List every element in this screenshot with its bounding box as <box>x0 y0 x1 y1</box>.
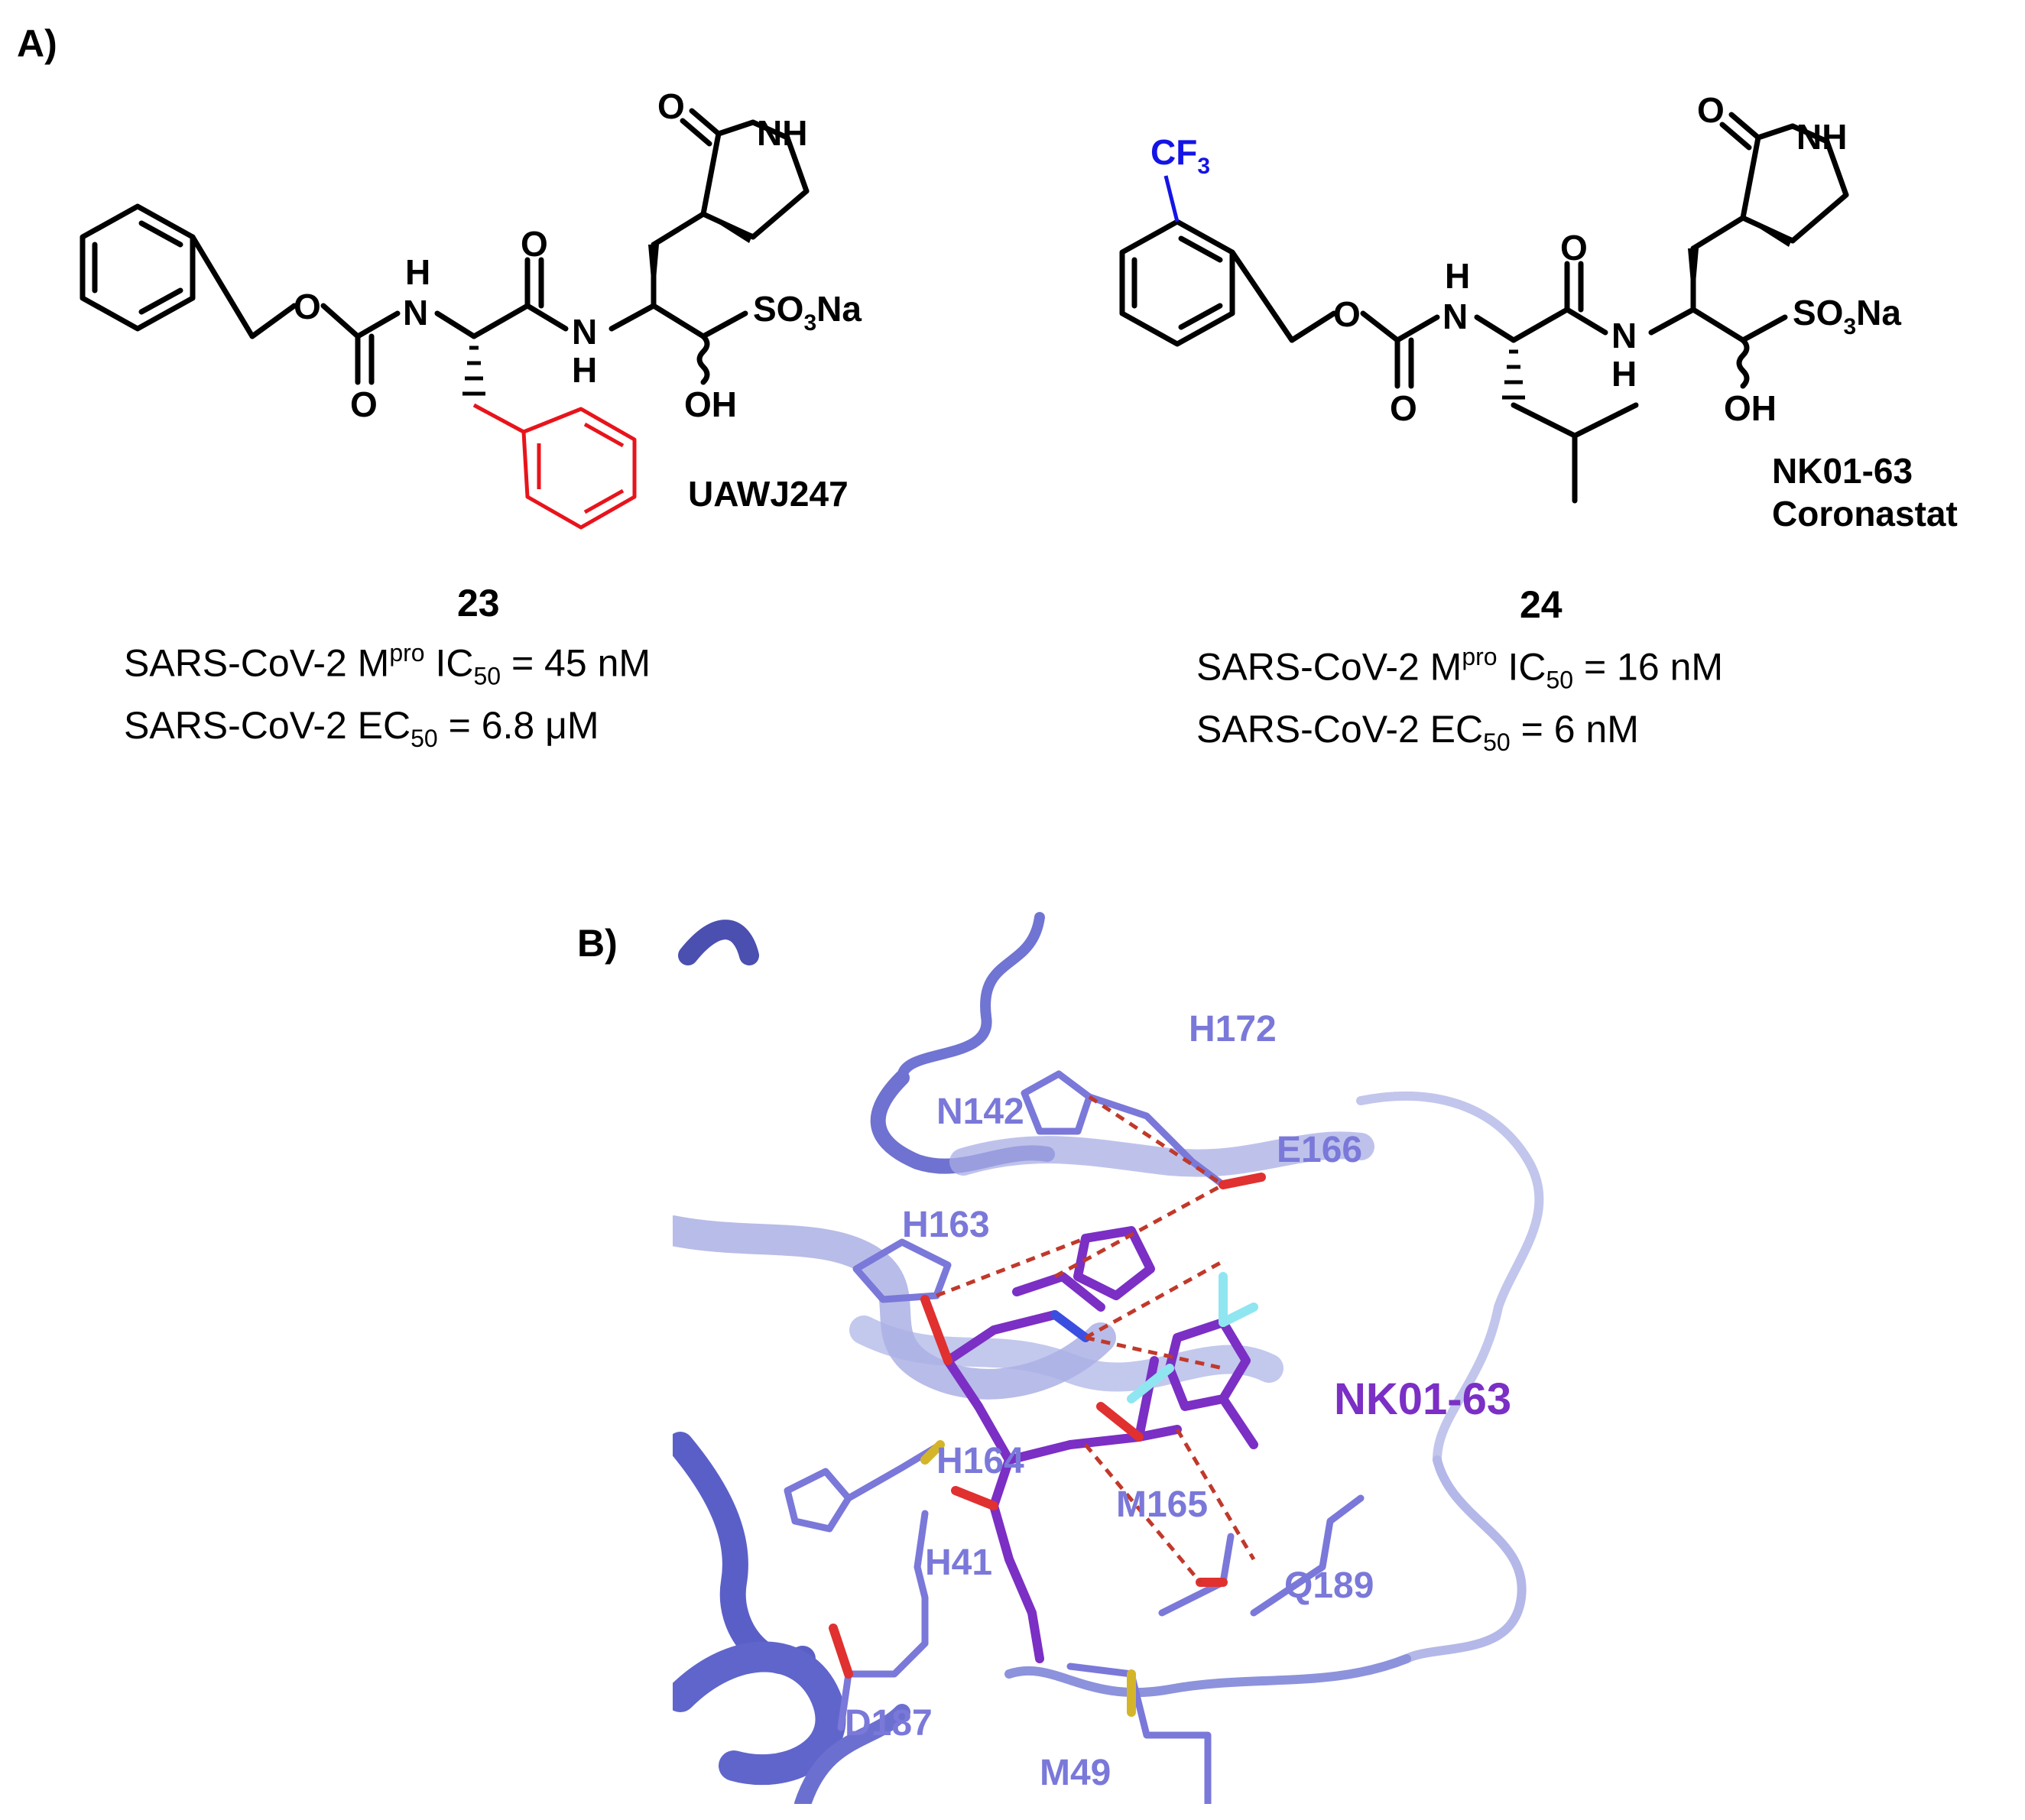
ribbon-loop <box>678 920 759 965</box>
compound-24-mpro-ic50: SARS-CoV-2 Mpro IC50 = 16 nM <box>1196 643 1724 694</box>
ligand-carbonyl-o <box>1096 1402 1144 1442</box>
label-q189: Q189 <box>1284 1565 1374 1606</box>
atom-h: H <box>405 252 430 292</box>
helix <box>673 1641 846 1786</box>
atom-nh: NH <box>757 113 807 153</box>
atom-n: N <box>403 293 428 333</box>
beta-strand <box>849 1316 1283 1392</box>
ribbon-loop <box>1004 1654 1411 1698</box>
d187-oxygen <box>829 1624 853 1679</box>
ligand-carbonyl-o <box>920 1295 952 1365</box>
residue-h163-ring <box>852 1238 952 1303</box>
compound-24-ec50: SARS-CoV-2 EC50 = 6 nM <box>1196 708 1639 756</box>
atom-h: H <box>572 350 597 390</box>
label-h172: H172 <box>1189 1009 1277 1050</box>
label-m165: M165 <box>1116 1484 1208 1525</box>
residue-h172-ring <box>1021 1070 1093 1135</box>
atom-o: O <box>350 384 378 424</box>
panel-a-label: A) <box>17 22 57 65</box>
residue-d187-stick <box>837 1640 929 1731</box>
label-h164: H164 <box>936 1441 1024 1481</box>
panel-b-label: B) <box>577 922 618 965</box>
compound-23-structure: O O H N O N H SO3Na OH O NH <box>80 86 862 530</box>
label-nk01-63: NK01-63 <box>1334 1374 1511 1424</box>
residue-m49-stick <box>1066 1663 1212 1804</box>
compound-23-ec50: SARS-CoV-2 EC50 = 6.8 μM <box>124 704 599 752</box>
ligand-carbonyl-o <box>951 1486 998 1510</box>
atom-so3na: SO3Na <box>753 289 862 336</box>
ligand-f <box>1219 1303 1258 1327</box>
ribbon-loop <box>1402 1455 1527 1663</box>
beta-strand <box>673 1215 1116 1400</box>
atom-h: H <box>1611 354 1637 394</box>
atom-n: N <box>1442 297 1468 336</box>
compound-24-structure: CF3 O O H N O N H SO3Na OH O NH <box>1119 90 1901 504</box>
atom-o: O <box>1560 228 1588 268</box>
compound-23-mpro-ic50: SARS-CoV-2 Mpro IC50 = 45 nM <box>124 639 651 690</box>
ligand-nk01-63 <box>943 1226 1258 1663</box>
hydrogen-bonds <box>936 1095 1256 1584</box>
atom-n: N <box>572 312 597 352</box>
helix <box>794 1704 910 1804</box>
atom-h: H <box>1445 256 1470 296</box>
atom-o: O <box>1333 294 1361 334</box>
atom-o: O <box>1697 90 1725 130</box>
atom-so3na: SO3Na <box>1793 293 1901 339</box>
atom-nh: NH <box>1796 117 1847 157</box>
compound-24-code: NK01-63 <box>1772 451 1913 491</box>
ribbon-loop <box>1433 1303 1503 1465</box>
cys145-sulfur <box>920 1440 945 1465</box>
compound-24-trivial-name: Coronastat <box>1772 494 1958 534</box>
label-e166: E166 <box>1277 1130 1362 1170</box>
ligand-n <box>1050 1310 1090 1342</box>
ribbon-loop <box>897 912 1045 1083</box>
atom-oh: OH <box>1724 388 1777 428</box>
residue-h164-ring <box>784 1468 852 1533</box>
ligand-f <box>1127 1364 1174 1403</box>
label-d187: D187 <box>845 1703 933 1744</box>
residue-h41-stick <box>914 1510 929 1647</box>
compound-23-name: UAWJ247 <box>688 474 849 514</box>
ribbon-loop <box>1356 1092 1544 1312</box>
atom-cf3: CF3 <box>1150 132 1210 179</box>
protein-ligand-complex: H172 N142 E166 H163 H164 M165 H41 Q189 D… <box>673 910 1575 1804</box>
label-h41: H41 <box>925 1543 992 1583</box>
compound-23-number: 23 <box>457 582 500 625</box>
residue-e166-stick <box>1086 1093 1227 1189</box>
beta-strand <box>949 1131 1374 1177</box>
label-m49: M49 <box>1040 1753 1111 1793</box>
label-n142: N142 <box>936 1092 1024 1132</box>
compound-24-number: 24 <box>1520 583 1563 626</box>
atom-o: O <box>657 86 685 126</box>
atom-o: O <box>1390 388 1417 428</box>
e166-oxygen <box>1219 1173 1266 1189</box>
atom-o: O <box>521 224 548 264</box>
atom-o: O <box>294 287 321 326</box>
atom-oh: OH <box>684 384 737 424</box>
label-h163: H163 <box>902 1205 990 1245</box>
atom-n: N <box>1611 316 1637 355</box>
compound-24-name: NK01-63 Coronastat <box>1772 449 1958 535</box>
